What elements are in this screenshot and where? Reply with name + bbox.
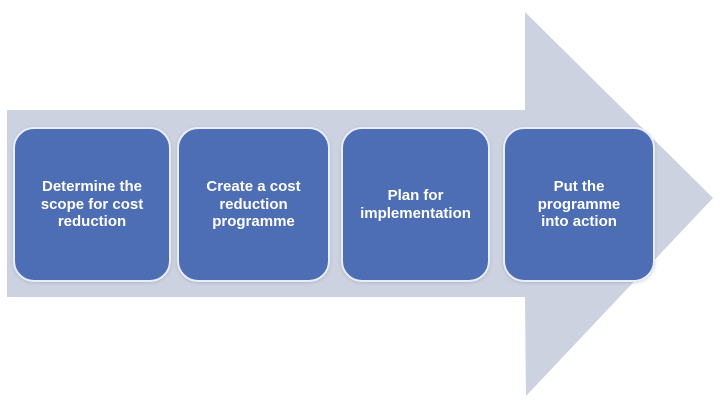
step-label-line: Put the (553, 178, 605, 196)
step-label-line: Determine the (41, 178, 143, 196)
step-label-line: Plan for (387, 187, 444, 204)
step-label-line: reduction (57, 213, 127, 231)
step-label-line: reduction (219, 195, 288, 213)
process-step-3: Plan for implementation (341, 127, 490, 282)
process-step-4: Put the programme into action (503, 127, 655, 282)
process-step-2: Create a cost reduction programme (177, 127, 330, 282)
step-label-line: programme (212, 213, 295, 231)
step-label-line: implementation (360, 204, 471, 222)
process-step-1-label: Determine the scope for cost reduction (35, 178, 150, 231)
process-step-1: Determine the scope for cost reduction (13, 127, 171, 282)
step-label-line: programme (537, 195, 621, 213)
process-step-4-label: Put the programme into action (532, 178, 627, 231)
process-step-2-label: Create a cost reduction programme (200, 178, 306, 231)
step-label-line: into action (541, 213, 617, 231)
step-label-line: scope for cost (40, 195, 144, 213)
step-label-line: Create a cost (206, 178, 301, 196)
process-step-3-label: Plan for implementation (354, 187, 477, 222)
